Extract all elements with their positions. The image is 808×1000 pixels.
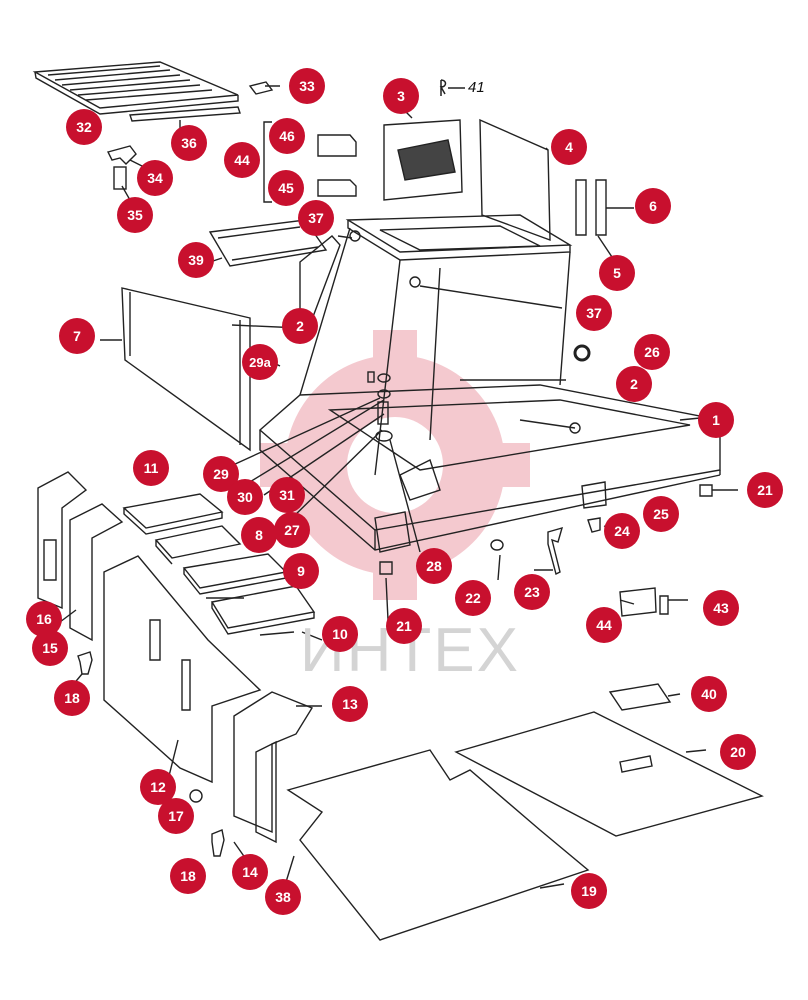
callout-badge: 39 — [178, 242, 214, 278]
callout-badge: 21 — [386, 608, 422, 644]
callout-badge: 11 — [133, 450, 169, 486]
callout-badge: 27 — [274, 512, 310, 548]
hardware-stack — [367, 371, 393, 442]
callout-badge: 40 — [691, 676, 727, 712]
callout-badge: 5 — [599, 255, 635, 291]
callout-badge: 46 — [269, 118, 305, 154]
callout-badge: 18 — [170, 858, 206, 894]
cab-frame-part — [258, 214, 721, 553]
callout-badge: 4 — [551, 129, 587, 165]
callout-badge: 22 — [455, 580, 491, 616]
callout-badge: 29a — [242, 344, 278, 380]
cap-part — [490, 539, 504, 551]
callout-badge: 16 — [26, 601, 62, 637]
bolt-part-upper — [77, 651, 93, 675]
callout-badge: 35 — [117, 197, 153, 233]
floor-plate-part-20 — [454, 711, 764, 837]
callout-badge: 45 — [268, 170, 304, 206]
floor-mat-part — [32, 61, 239, 115]
callout-badge: 20 — [720, 734, 756, 770]
part-number-41: 41 — [468, 79, 485, 96]
callout-badge: 34 — [137, 160, 173, 196]
callout-badge: 21 — [747, 472, 783, 508]
bracket-part-46 — [317, 134, 357, 157]
callout-badge: 36 — [171, 125, 207, 161]
small-part-41 — [439, 79, 447, 96]
pin-part — [547, 526, 564, 576]
callout-badge: 2 — [282, 308, 318, 344]
tray-part — [208, 219, 328, 267]
knob-part — [587, 517, 601, 533]
plate-part-11 — [122, 493, 224, 535]
bracket-part-45 — [317, 179, 357, 197]
latch-part — [106, 145, 137, 165]
callout-badge: 3 — [383, 78, 419, 114]
bracket-part — [113, 166, 127, 190]
seal-strip-5 — [575, 179, 587, 236]
side-panel-part — [121, 287, 251, 452]
callout-badge: 19 — [571, 873, 607, 909]
callout-badge: 17 — [158, 798, 194, 834]
callout-badge: 13 — [332, 686, 368, 722]
callout-badge: 32 — [66, 109, 102, 145]
callout-badge: 18 — [54, 680, 90, 716]
fender-part-14 — [255, 740, 277, 844]
slot-part — [619, 755, 653, 773]
glass-panel-part — [479, 118, 551, 242]
seal-strip-6 — [595, 179, 607, 236]
callout-badge: 25 — [643, 496, 679, 532]
callout-badge: 1 — [698, 402, 734, 438]
plate-part-10 — [210, 585, 316, 635]
callout-badge: 14 — [232, 854, 268, 890]
bushing-part-bottom — [379, 561, 393, 575]
callout-badge: 37 — [298, 200, 334, 236]
mount-plate-part — [608, 683, 672, 711]
hinge-part — [619, 587, 657, 617]
ring-part — [573, 344, 591, 362]
callout-badge: 6 — [635, 188, 671, 224]
mesh-panel-part — [383, 119, 463, 201]
callout-badge: 23 — [514, 574, 550, 610]
fender-part-15 — [69, 503, 124, 642]
callout-badge: 33 — [289, 68, 325, 104]
callout-badge: 26 — [634, 334, 670, 370]
washer-part — [189, 789, 203, 803]
fender-part-13 — [233, 691, 314, 834]
plate-part-8 — [154, 525, 242, 565]
fender-part-16 — [37, 471, 88, 610]
plate-part-9 — [182, 553, 288, 595]
callout-badge: 7 — [59, 318, 95, 354]
fender-part-12 — [103, 555, 262, 784]
strip-part — [129, 106, 241, 122]
hinge-plate-part — [659, 595, 669, 615]
callout-badge: 30 — [227, 479, 263, 515]
callout-badge: 10 — [322, 616, 358, 652]
callout-badge: 24 — [604, 513, 640, 549]
leader-lines — [59, 85, 738, 889]
callout-badge: 8 — [241, 517, 277, 553]
callout-badge: 38 — [265, 879, 301, 915]
callout-badge: 37 — [576, 295, 612, 331]
callout-badge: 28 — [416, 548, 452, 584]
callout-badge: 2 — [616, 366, 652, 402]
callout-badge: 31 — [269, 477, 305, 513]
callout-badge: 44 — [586, 607, 622, 643]
callout-badge: 43 — [703, 590, 739, 626]
clip-part — [248, 81, 274, 95]
callout-badge: 44 — [224, 142, 260, 178]
floor-plate-part-19 — [286, 749, 590, 941]
callout-badge: 9 — [283, 553, 319, 589]
callout-bracket — [263, 121, 272, 203]
bolt-part-lower — [211, 829, 225, 857]
bushing-part-right — [699, 484, 713, 497]
